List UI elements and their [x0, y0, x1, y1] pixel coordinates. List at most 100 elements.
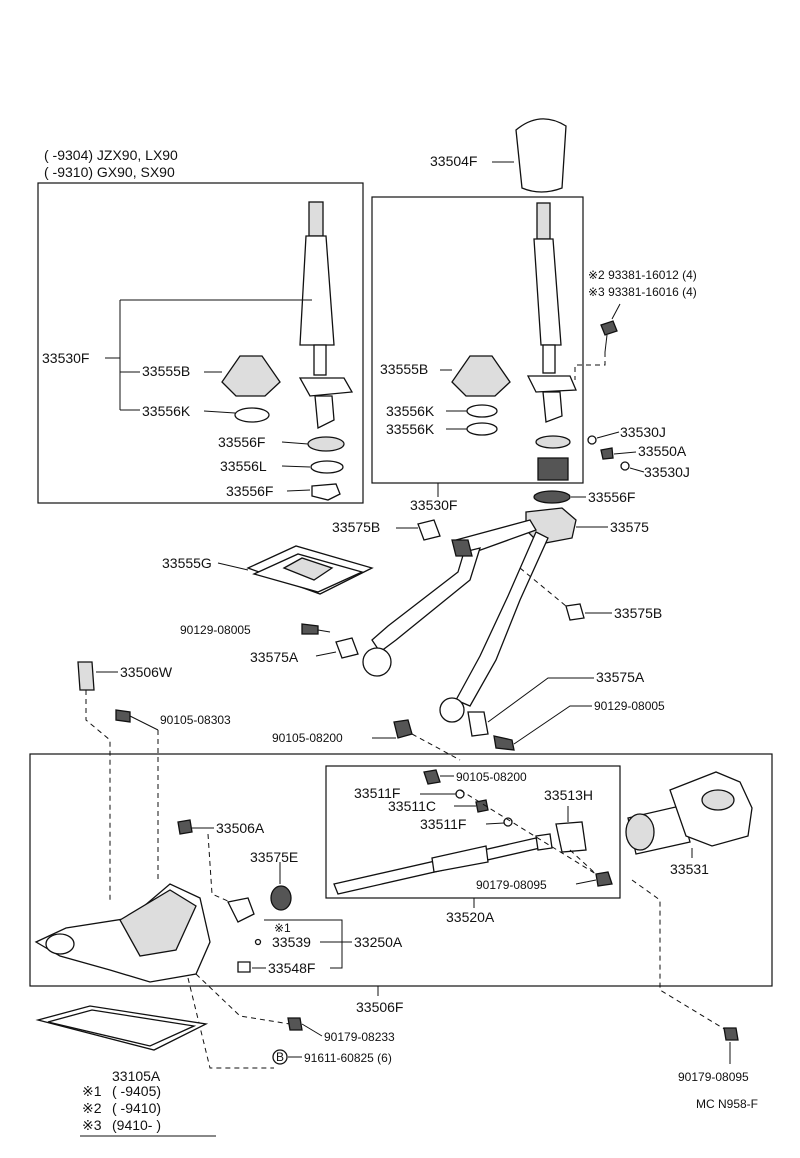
applicability-note-1: ( -9304) JZX90, LX90 [44, 147, 178, 163]
dashed-leader [569, 849, 597, 875]
gasket-33555g [246, 545, 374, 595]
seat-33556f-right [533, 490, 571, 504]
ring-33556k-right-2 [466, 422, 498, 436]
label-33556f-right: 33556F [588, 489, 635, 505]
bushing-33575b-a [417, 519, 441, 541]
left-assembly-frame [37, 182, 364, 504]
label-33575: 33575 [610, 519, 649, 535]
label-33556f-left-b: 33556F [226, 483, 273, 499]
bushing-33575a-a [335, 637, 359, 659]
legend-range-2: ( -9410) [112, 1100, 161, 1116]
label-33511f-b: 33511F [420, 816, 466, 832]
label-33105a: 33105A [112, 1068, 161, 1084]
label-33556k-right-2: 33556K [386, 421, 435, 437]
label-90179-08095-a: 90179-08095 [476, 878, 547, 892]
pin-33550a [600, 447, 614, 460]
bolt-33506a [177, 819, 193, 835]
label-33556k-left: 33556K [142, 403, 191, 419]
leader [611, 303, 621, 320]
ring-33556k-right-1 [466, 404, 498, 418]
leader [281, 465, 311, 468]
dashed-leader [207, 833, 231, 903]
label-33506f: 33506F [356, 999, 403, 1015]
label-33511f-a: 33511F [354, 785, 400, 801]
fitting-33250a [227, 897, 255, 923]
label-33575b-b: 33575B [614, 605, 662, 621]
label-90105-08200-b: 90105-08200 [456, 770, 527, 784]
legend-mark-3: ※3 [82, 1117, 102, 1133]
bolt-93381 [600, 320, 618, 353]
bushing-33575e [270, 885, 292, 911]
label-91611-60825: 91611-60825 (6) [304, 1051, 392, 1065]
arm-right-eye [439, 697, 465, 723]
nut-90179-08233 [287, 1017, 303, 1031]
bolt-90105-08303 [115, 709, 131, 723]
label-90105-08303: 90105-08303 [160, 713, 231, 727]
shift-lever-right [526, 202, 577, 423]
label-33250a: 33250A [354, 934, 403, 950]
nut-90179-08095-b [723, 1027, 739, 1041]
bolt-90129-a [301, 623, 319, 635]
label-33555b-left: 33555B [142, 363, 190, 379]
bushing-right [537, 457, 569, 481]
label-90179-08233: 90179-08233 [324, 1030, 395, 1044]
leader [281, 441, 309, 445]
label-33556l: 33556L [220, 458, 267, 474]
label-33575b-a: 33575B [332, 519, 380, 535]
label-33556k-right-1: 33556K [386, 403, 435, 419]
leader [575, 879, 597, 885]
shift-lever-left [298, 201, 354, 430]
legend-range-1: ( -9405) [112, 1083, 161, 1099]
dashed-leader [631, 879, 727, 1031]
boot-33555b-right [451, 355, 511, 397]
label-33530j-a: 33530J [620, 424, 666, 440]
diagram-code: MC N958-F [696, 1097, 758, 1111]
clip-33530j-b [620, 461, 630, 471]
dashed-leader [195, 973, 291, 1025]
right-assembly-frame [371, 196, 584, 484]
label-33575a-a: 33575A [250, 649, 299, 665]
label-33555b-right: 33555B [380, 361, 428, 377]
label-33550a: 33550A [638, 443, 687, 459]
rod-end [535, 833, 553, 851]
label-90179-08095-b: 90179-08095 [678, 1070, 749, 1084]
shift-knob-33504f [515, 118, 567, 193]
dashed-leader [85, 690, 111, 900]
arm-left-eye [362, 647, 392, 677]
dashed-leader [519, 567, 567, 607]
leader [301, 1023, 323, 1037]
label-33530f-bottom: 33530F [410, 497, 457, 513]
label-93381-16016: ※3 93381-16016 (4) [588, 285, 697, 299]
bushing-33575a-b [467, 711, 489, 737]
clip-33511f-b [503, 817, 513, 827]
bushing-33575b-b [565, 603, 585, 621]
collar-right [535, 435, 571, 449]
bolt-shank [317, 629, 331, 633]
cap-33548f [237, 961, 251, 973]
bracket-33250a [264, 919, 352, 969]
label-33575a-b: 33575A [596, 669, 645, 685]
label-33504f: 33504F [430, 153, 477, 169]
plug-33539 [254, 938, 262, 946]
label-33530j-b: 33530J [644, 464, 690, 480]
label-93381-16012: ※2 93381-16012 (4) [588, 268, 697, 282]
housing-33531 [625, 771, 753, 855]
label-33531: 33531 [670, 861, 709, 877]
applicability-note-2: ( -9310) GX90, SX90 [44, 164, 175, 180]
label-33530f-left: 33530F [42, 350, 89, 366]
label-33520a: 33520A [446, 909, 495, 925]
label-33506w: 33506W [120, 664, 173, 680]
inner-frame-33520a [325, 765, 621, 899]
label-33548f: 33548F [268, 960, 315, 976]
ring-33556l [310, 460, 344, 474]
label-90105-08200-a: 90105-08200 [272, 731, 343, 745]
leader [315, 651, 337, 657]
ring-33556k-left [234, 407, 270, 423]
leader [613, 451, 637, 455]
legend-mark-1: ※1 [82, 1083, 102, 1099]
label-90129-08005-a: 90129-08005 [180, 623, 251, 637]
plate-33556f-left [311, 483, 341, 501]
dashed-leader [411, 733, 461, 761]
